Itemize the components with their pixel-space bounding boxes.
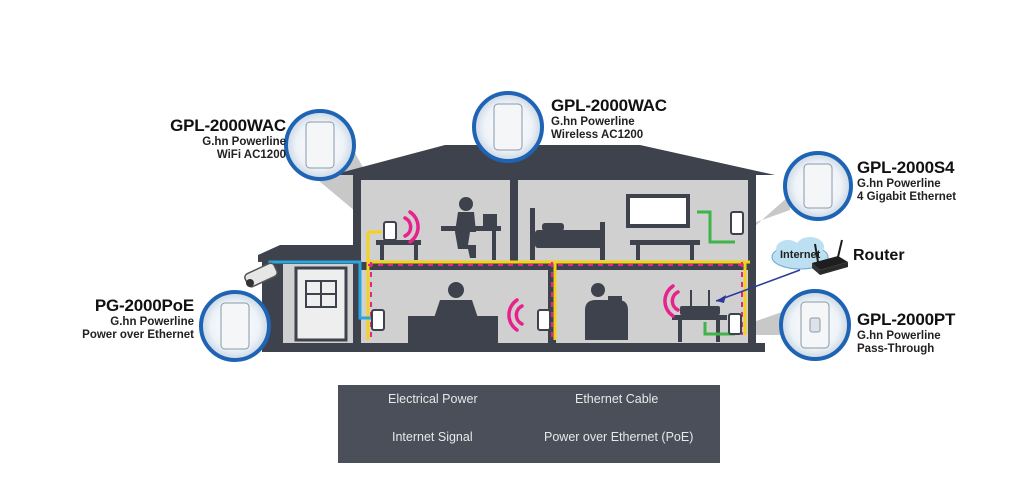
- device-name: GPL-2000PT: [857, 310, 956, 329]
- label-upper-right-device: GPL-2000S4 G.hn Powerline 4 Gigabit Ethe…: [857, 158, 956, 204]
- device-line1: G.hn Powerline: [551, 115, 635, 128]
- internet-cloud-icon: [771, 237, 829, 270]
- router-link-arrow: [715, 269, 801, 302]
- device-line1: G.hn Powerline: [857, 329, 941, 342]
- device-line1: G.hn Powerline: [202, 135, 286, 148]
- plugged-adapters: [371, 211, 744, 335]
- legend-poe-label: Power over Ethernet (PoE): [544, 430, 694, 444]
- legend-box: Electrical Power Ethernet Cable Internet…: [338, 385, 720, 463]
- ethernet-wiring: [697, 210, 735, 336]
- callout-lower-right: [779, 289, 851, 361]
- router-label: Router: [853, 247, 905, 264]
- router-icon: [812, 239, 848, 275]
- callout-upper-right: [783, 151, 853, 221]
- label-lower-left-device: PG-2000PoE G.hn Powerline Power over Eth…: [82, 296, 194, 342]
- internet-cloud-label: Internet: [780, 249, 821, 261]
- device-line2: Pass-Through: [857, 342, 935, 355]
- legend-internet-label: Internet Signal: [392, 430, 473, 444]
- legend-electrical-label: Electrical Power: [388, 392, 478, 406]
- device-callouts: [199, 91, 853, 362]
- device-line2: Wireless AC1200: [551, 128, 644, 141]
- device-name: GPL-2000WAC: [170, 116, 286, 135]
- label-upper-center-device: GPL-2000WAC G.hn Powerline Wireless AC12…: [551, 96, 667, 142]
- device-line2: WiFi AC1200: [216, 148, 286, 161]
- callout-upper-left: [284, 109, 356, 181]
- wifi-waves: [403, 210, 680, 332]
- device-line1: G.hn Powerline: [110, 315, 194, 328]
- device-name: GPL-2000WAC: [551, 96, 667, 115]
- device-name: GPL-2000S4: [857, 158, 955, 177]
- callout-upper-center: [472, 91, 544, 163]
- device-line2: Power over Ethernet: [82, 328, 194, 341]
- legend-ethernet-label: Ethernet Cable: [575, 392, 659, 406]
- callout-lower-left: [199, 290, 271, 362]
- label-upper-left-device: GPL-2000WAC G.hn Powerline WiFi AC1200: [170, 116, 286, 162]
- furniture: [376, 194, 727, 344]
- device-line2: 4 Gigabit Ethernet: [857, 190, 957, 203]
- security-camera-icon: [244, 262, 278, 288]
- device-line1: G.hn Powerline: [857, 177, 941, 190]
- device-name: PG-2000PoE: [94, 296, 194, 315]
- electrical-wiring: [366, 230, 750, 340]
- label-lower-right-device: GPL-2000PT G.hn Powerline Pass-Through: [857, 310, 955, 356]
- garage: [258, 245, 365, 352]
